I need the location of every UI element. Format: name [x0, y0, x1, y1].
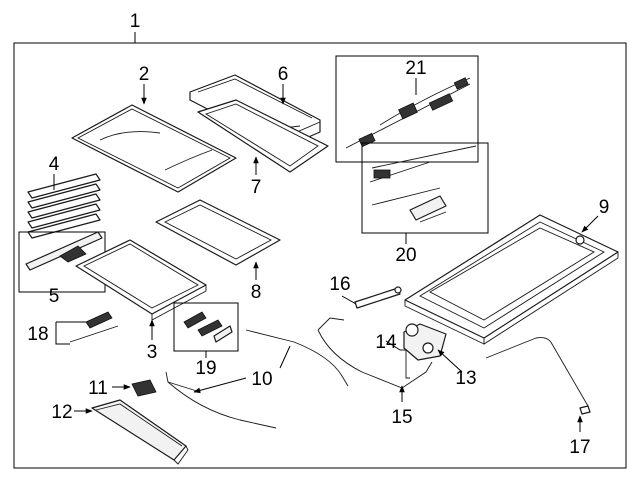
drain-hose-part-17[interactable]	[485, 337, 591, 415]
frame-part-8[interactable]	[155, 199, 281, 266]
callout-14-leader	[385, 340, 401, 351]
seal-part-7[interactable]	[197, 99, 329, 173]
callout-14: 14	[375, 332, 397, 353]
callout-7: 7	[251, 177, 262, 198]
mesh-pad-part-11[interactable]	[131, 379, 157, 397]
sunroof-housing-part-9[interactable]	[404, 214, 619, 345]
callout-10: 10	[251, 369, 272, 390]
sunshade-slats-part-4[interactable]	[27, 173, 101, 239]
callout-5: 5	[49, 286, 60, 307]
callout-15: 15	[391, 407, 412, 428]
callout-17: 17	[569, 437, 590, 458]
callout-10-leader-b	[279, 345, 291, 369]
wind-deflector-part-12[interactable]	[91, 399, 189, 465]
callout-2: 2	[139, 64, 150, 85]
callout-1: 1	[130, 11, 141, 32]
glass-panel-part-2[interactable]	[71, 104, 237, 193]
callout-10-leader	[193, 377, 247, 394]
drain-tube-part-15[interactable]	[317, 317, 433, 389]
callout-13: 13	[455, 368, 476, 389]
callout-16-leader	[341, 295, 357, 305]
callout-8: 8	[251, 282, 262, 303]
callout-16: 16	[329, 274, 350, 295]
callout-21: 21	[405, 58, 426, 79]
callout-12: 12	[51, 402, 72, 423]
callout-18-leader	[55, 321, 86, 345]
guide-rail-part-5[interactable]	[25, 231, 103, 271]
callout-18: 18	[27, 324, 48, 345]
clip-kit-part-19[interactable]	[183, 311, 233, 343]
assembly-frame	[13, 42, 627, 469]
callout-13-leader	[437, 349, 463, 373]
drain-hose-part-14[interactable]	[400, 349, 410, 379]
sunshade-part-3[interactable]	[75, 239, 207, 321]
callout-6: 6	[278, 64, 289, 85]
callout-19: 19	[195, 358, 216, 379]
hardware-kit-part-20[interactable]	[369, 145, 477, 223]
part-21-box	[335, 55, 479, 163]
callout-3: 3	[147, 342, 158, 363]
sunroof-motor-part-13[interactable]	[403, 323, 447, 361]
bracket-part-16[interactable]	[354, 286, 402, 309]
callout-9: 9	[599, 197, 610, 218]
callout-11: 11	[88, 378, 108, 399]
callout-20: 20	[395, 245, 416, 266]
callout-4: 4	[49, 154, 60, 175]
callout-9-leader	[581, 215, 599, 233]
drain-hose-kit-part-21[interactable]	[345, 77, 471, 149]
seal-strip-part-18[interactable]	[69, 311, 119, 343]
part-20-box	[361, 142, 489, 234]
